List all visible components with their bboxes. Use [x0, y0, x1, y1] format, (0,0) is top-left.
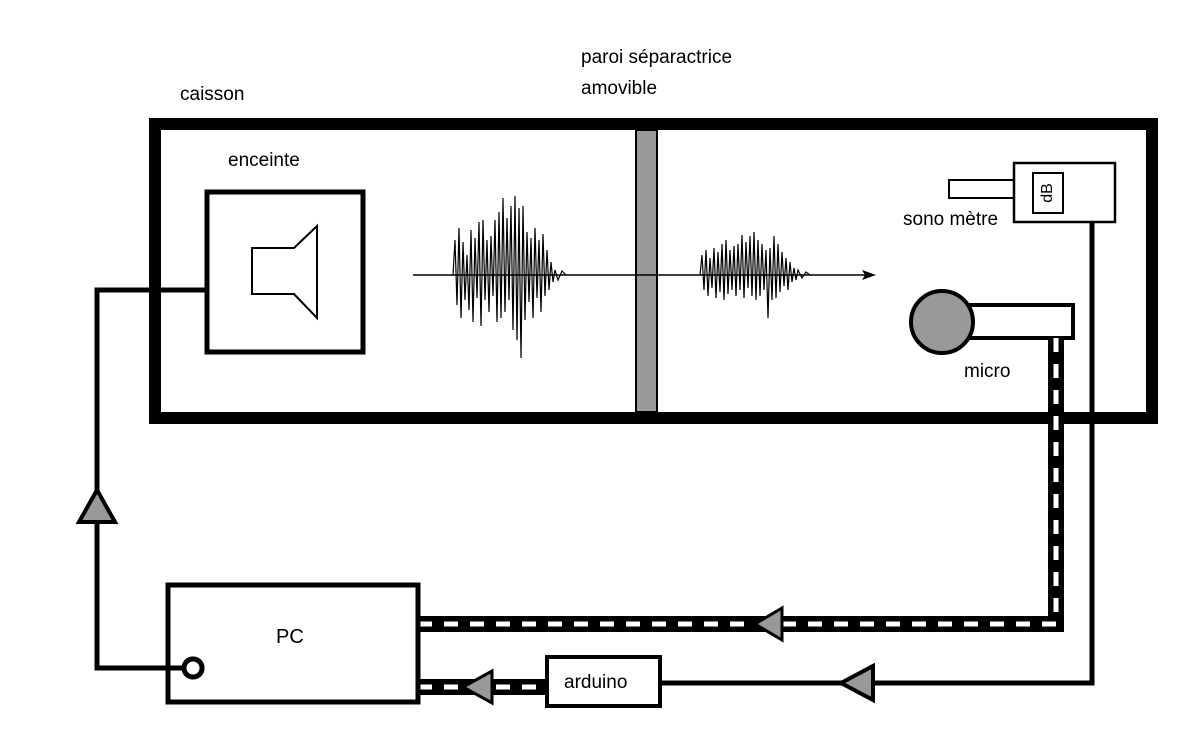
- caisson-label: caisson: [180, 84, 244, 105]
- separating-wall-label-line1: paroi séparactrice: [581, 47, 732, 68]
- microphone-cable: [418, 338, 1064, 632]
- pc-label: PC: [276, 626, 304, 648]
- triangle-arrow-icon: [459, 668, 494, 706]
- sonometer-db-label: dB: [1039, 183, 1056, 203]
- separating-wall: [635, 129, 658, 413]
- speaker-icon: [251, 223, 318, 321]
- microphone-label: micro: [964, 361, 1010, 382]
- speaker-label: enceinte: [228, 150, 300, 171]
- sonometer-label: sono mètre: [903, 209, 998, 230]
- triangle-arrow-icon: [836, 662, 875, 704]
- sonometer-cable: [660, 222, 1095, 686]
- sound-wave-incident: [452, 195, 567, 359]
- arduino-label: arduino: [564, 672, 627, 693]
- triangle-arrow-icon: [75, 485, 119, 524]
- triangle-arrow-icon: [752, 605, 784, 643]
- speaker-enclosure: [204, 189, 366, 355]
- speaker-cable: [94, 287, 207, 671]
- sound-level-meter-icon: dB: [948, 161, 1117, 224]
- caisson-box: [149, 118, 1158, 424]
- microphone-icon: [909, 289, 1075, 355]
- arduino-box: [545, 655, 662, 708]
- pc-box: [165, 582, 421, 705]
- separating-wall-label-line2: amovible: [581, 78, 657, 99]
- sound-wave-transmitted: [699, 231, 811, 319]
